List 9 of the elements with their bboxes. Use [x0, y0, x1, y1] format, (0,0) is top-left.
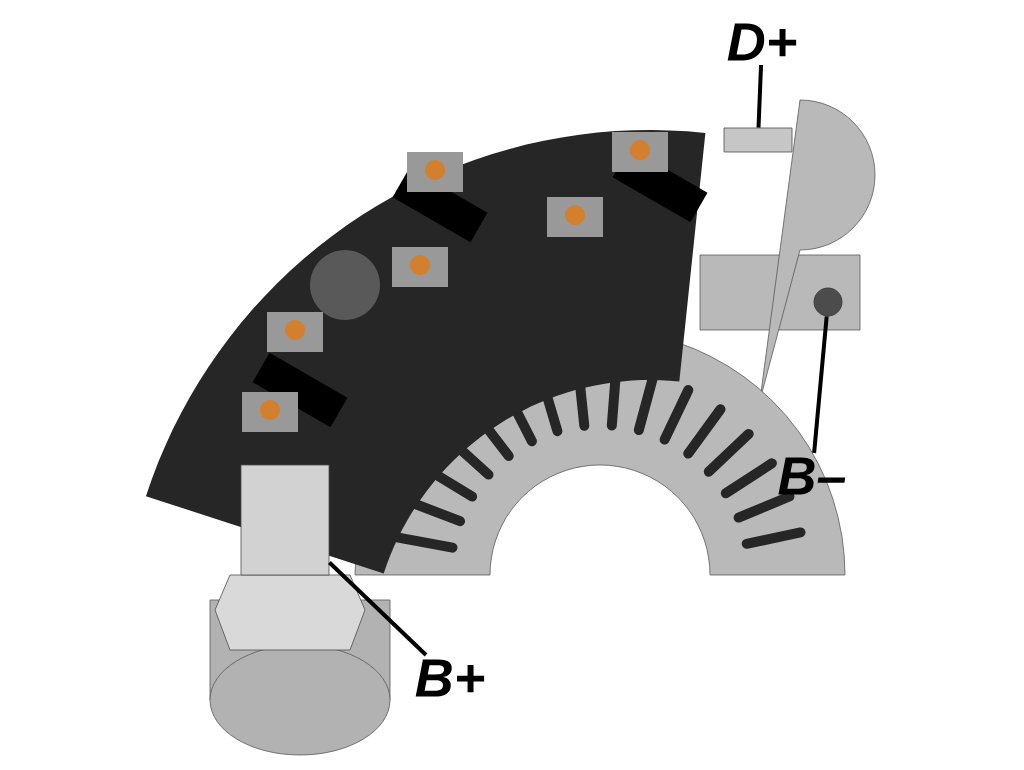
terminal-label: B+ — [415, 659, 485, 697]
leader-line — [812, 316, 829, 454]
leader-line — [328, 561, 428, 657]
mounting-hole — [813, 287, 843, 317]
terminal-label: B– — [778, 457, 846, 495]
terminal-label: D+ — [727, 23, 797, 61]
threaded-stud — [240, 464, 330, 576]
leader-line — [756, 64, 764, 128]
terminal-tab — [723, 127, 793, 153]
